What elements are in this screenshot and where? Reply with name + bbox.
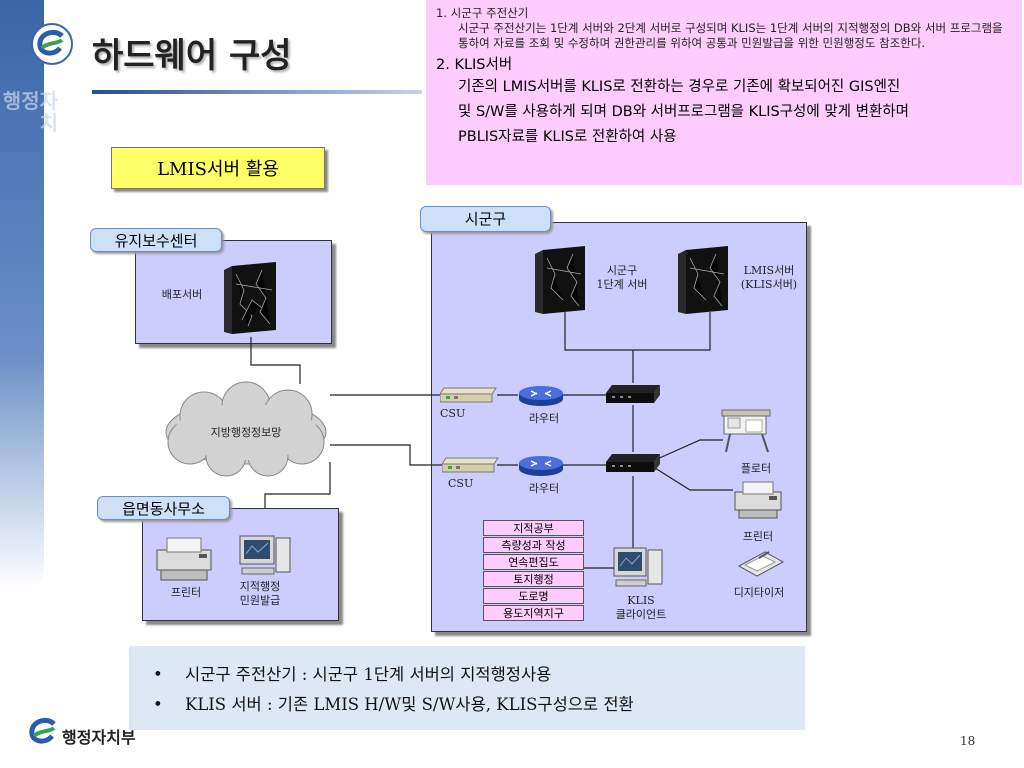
town-pc-label: 지적행정 민원발급 bbox=[230, 580, 290, 608]
plotter-icon bbox=[721, 409, 771, 453]
function-item: 연속편집도 bbox=[483, 554, 584, 570]
note-item-2-line: 기존의 LMIS서버를 KLIS로 전환하는 경우로 기존에 확보되어진 GIS… bbox=[458, 79, 901, 95]
note-item-1-head: 1. 시군구 주전산기 bbox=[436, 6, 529, 20]
function-item: 용도지역지구 bbox=[483, 605, 584, 621]
town-office-tag: 읍면동사무소 bbox=[97, 496, 230, 520]
printer-icon bbox=[734, 481, 782, 519]
town-pc-label-text: 지적행정 민원발급 bbox=[239, 580, 281, 607]
printer-icon bbox=[156, 537, 212, 581]
ministry-name: 행정자치부 bbox=[62, 728, 136, 747]
switch-icon bbox=[606, 454, 660, 472]
function-item: 지적공부 bbox=[483, 520, 584, 536]
router-icon bbox=[519, 386, 563, 406]
summary-bullet-text: 시군구 주전산기 : 시군구 1단계 서버의 지적행정사용 bbox=[185, 665, 552, 684]
digitizer-label: 디지타이저 bbox=[733, 586, 785, 599]
server-icon bbox=[224, 262, 276, 334]
banner-watermark: 행정자치 bbox=[2, 89, 58, 135]
router-label: 라우터 bbox=[528, 412, 560, 425]
summary-bullet: •시군구 주전산기 : 시군구 1단계 서버의 지적행정사용 bbox=[153, 665, 552, 684]
summary-box: •시군구 주전산기 : 시군구 1단계 서버의 지적행정사용 •KLIS 서버 … bbox=[129, 646, 805, 730]
switch-icon bbox=[606, 385, 660, 403]
lmis-server-label: LMIS서버 (KLIS서버) bbox=[734, 264, 804, 292]
pc-icon bbox=[239, 535, 291, 575]
summary-bullet-text: KLIS 서버 : 기존 LMIS H/W및 S/W사용, KLIS구성으로 전… bbox=[185, 695, 634, 714]
csu-icon bbox=[442, 457, 499, 473]
sigungu-server-label: 시군구 1단계 서버 bbox=[590, 264, 654, 292]
page-number: 18 bbox=[960, 734, 976, 748]
note-item-2-head: 2. KLIS서버 bbox=[436, 57, 513, 73]
function-connector bbox=[584, 567, 614, 569]
function-item: 측량성과 작성 bbox=[483, 537, 584, 553]
title-underline bbox=[92, 90, 422, 94]
printer-label: 프린터 bbox=[742, 530, 774, 543]
note-item-1: 1. 시군구 주전산기 시군구 주전산기는 1단계 서버와 2단계 서버로 구성… bbox=[436, 6, 1012, 51]
csu-icon bbox=[440, 387, 497, 403]
note-item-1-body: 시군구 주전산기는 1단계 서버와 2단계 서버로 구성되며 KLIS는 1단계… bbox=[458, 21, 1003, 50]
network-cloud-label: 지방행정정보망 bbox=[210, 426, 282, 439]
function-item: 도로명 bbox=[483, 588, 584, 604]
pc-icon bbox=[613, 547, 663, 587]
side-banner: 행정자치 bbox=[0, 0, 58, 590]
distribution-server-label: 배포서버 bbox=[161, 288, 203, 301]
plotter-label: 플로터 bbox=[740, 462, 772, 475]
town-printer-label: 프린터 bbox=[170, 586, 202, 599]
function-item: 토지행정 bbox=[483, 571, 584, 587]
server-icon bbox=[678, 246, 728, 314]
network-cloud bbox=[165, 381, 327, 477]
sigungu-tag: 시군구 bbox=[420, 206, 551, 232]
digitizer-icon bbox=[737, 551, 785, 577]
maintenance-center-tag: 유지보수센터 bbox=[90, 228, 222, 252]
sigungu-server-label-text: 시군구 1단계 서버 bbox=[596, 264, 648, 291]
logo-icon bbox=[31, 23, 73, 65]
ministry-logo-icon bbox=[26, 716, 60, 750]
csu-label: CSU bbox=[448, 477, 474, 490]
note-item-2-line: PBLIS자료를 KLIS로 전환하여 사용 bbox=[458, 129, 677, 145]
klis-client-label: KLIS 클라이언트 bbox=[606, 594, 676, 622]
router-icon bbox=[519, 456, 563, 476]
page-title: 하드웨어 구성 bbox=[92, 36, 292, 76]
lmis-server-box: LMIS서버 활용 bbox=[111, 147, 325, 189]
lmis-server-label-text: LMIS서버 (KLIS서버) bbox=[740, 264, 798, 291]
notes-box: 1. 시군구 주전산기 시군구 주전산기는 1단계 서버와 2단계 서버로 구성… bbox=[426, 0, 1022, 185]
summary-bullet: •KLIS 서버 : 기존 LMIS H/W및 S/W사용, KLIS구성으로 … bbox=[153, 695, 634, 714]
router-label: 라우터 bbox=[528, 482, 560, 495]
server-icon bbox=[535, 246, 585, 314]
note-item-2-line: 및 S/W를 사용하게 되며 DB와 서버프로그램을 KLIS구성에 맞게 변환… bbox=[458, 104, 909, 120]
klis-client-label-text: KLIS 클라이언트 bbox=[615, 594, 667, 621]
csu-label: CSU bbox=[440, 407, 466, 420]
